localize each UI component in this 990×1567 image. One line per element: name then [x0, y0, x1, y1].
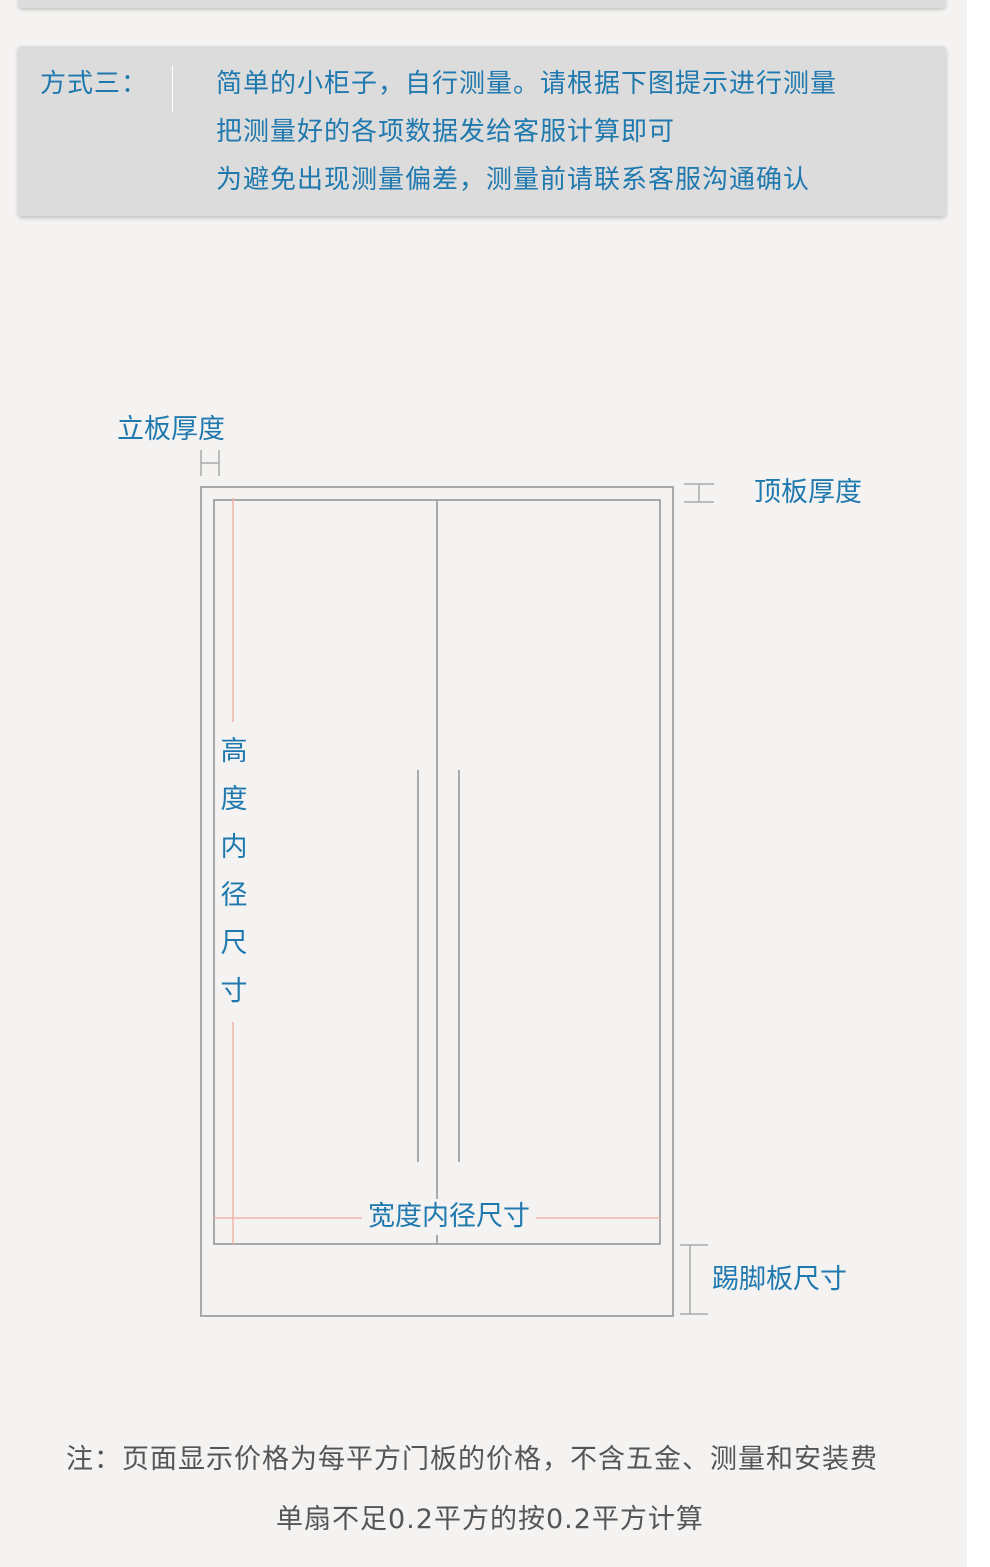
inner-height-char: 度: [220, 784, 248, 815]
top-panel-thickness-label: 顶板厚度: [754, 477, 862, 508]
method-instruction-line-3: 为避免出现测量偏差，测量前请联系客服沟通确认: [216, 165, 811, 195]
kickboard-size-label: 踢脚板尺寸: [712, 1264, 847, 1295]
cabinet-diagram-panel: [0, 345, 967, 1567]
method-three-label: 方式三：: [40, 69, 149, 99]
inner-width-label: 宽度内径尺寸: [362, 1199, 536, 1235]
inner-height-char: 高: [220, 736, 248, 767]
side-panel-thickness-label: 立板厚度: [117, 414, 225, 445]
previous-method-card: [18, 0, 946, 8]
top-panel-thickness-marker: [684, 483, 714, 503]
inner-height-char: 内: [220, 832, 248, 863]
inner-height-char: 尺: [220, 928, 248, 959]
inner-height-label: 高 度 内 径 尺 寸: [215, 722, 253, 1022]
price-note-line-2: 单扇不足0.2平方的按0.2平方计算: [276, 1504, 704, 1535]
page-background: 方式三： 简单的小柜子，自行测量。请根据下图提示进行测量 把测量好的各项数据发给…: [0, 0, 967, 1567]
inner-height-char: 寸: [220, 976, 248, 1007]
method-instruction-line-2: 把测量好的各项数据发给客服计算即可: [216, 117, 676, 147]
cabinet-diagram: [200, 450, 714, 1317]
side-panel-thickness-marker: [200, 450, 220, 476]
cabinet-outer-frame: [200, 486, 674, 1317]
kickboard-size-marker: [680, 1244, 708, 1315]
method-card-divider: [172, 66, 173, 112]
method-three-card: 方式三： 简单的小柜子，自行测量。请根据下图提示进行测量 把测量好的各项数据发给…: [18, 46, 946, 216]
inner-height-char: 径: [220, 880, 248, 911]
method-instruction-line-1: 简单的小柜子，自行测量。请根据下图提示进行测量: [216, 69, 838, 99]
price-note-line-1: 注：页面显示价格为每平方门板的价格，不含五金、测量和安装费: [66, 1444, 878, 1475]
